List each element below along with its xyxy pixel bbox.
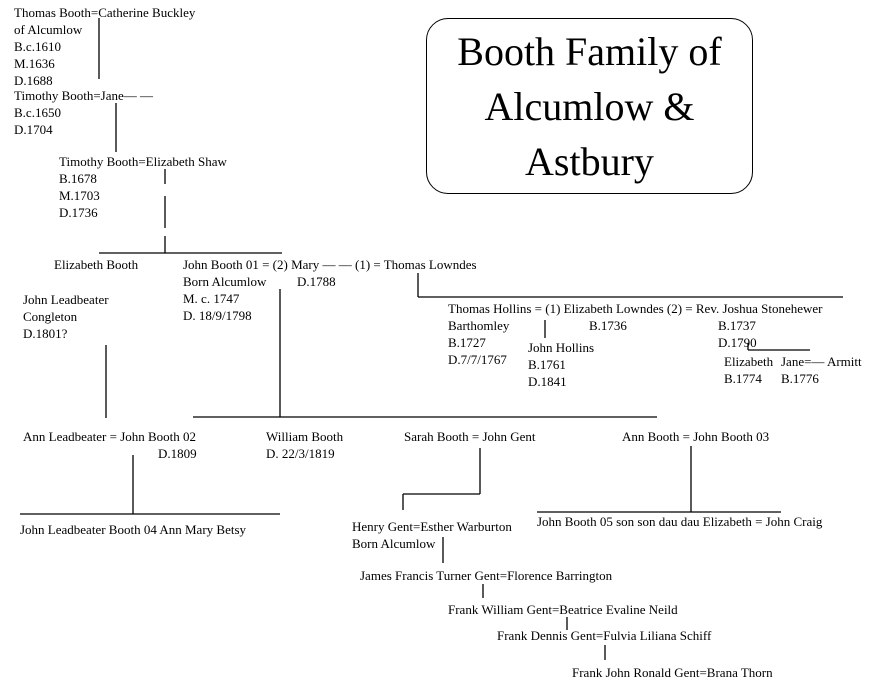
person-name: Thomas Booth=Catherine Buckley	[14, 5, 196, 20]
james-gent-entry: James Francis Turner Gent=Florence Barri…	[360, 567, 612, 584]
title-line-3: Astbury	[525, 138, 654, 184]
person-detail: D.1809	[158, 446, 197, 461]
ann-booth-entry: Ann Booth = John Booth 03	[622, 428, 769, 445]
person-detail: D.1841	[528, 374, 567, 389]
title-line-2: Alcumlow &	[484, 83, 695, 129]
stonehewer-dates: B.1737 D.1790	[718, 317, 757, 351]
elizabeth-stonehewer-entry: Elizabeth B.1774	[724, 353, 773, 387]
william-booth-entry: William Booth D. 22/3/1819	[266, 428, 343, 462]
person-name: Ann Leadbeater = John Booth 02	[23, 429, 197, 444]
person-detail: Born Alcumlow	[352, 536, 436, 551]
person-detail: B.1737	[718, 318, 756, 333]
person-name: John Booth 05 son son dau dau Elizabeth …	[537, 514, 823, 529]
john-leadbeater-booth-entry: John Leadbeater Booth 04 Ann Mary Betsy	[20, 521, 246, 538]
ann-leadbeater-entry: Ann Leadbeater = John Booth 02 D.1809	[23, 428, 197, 462]
person-name: Ann Booth = John Booth 03	[622, 429, 770, 444]
person-name: John Leadbeater	[23, 292, 109, 307]
person-detail: D. 22/3/1819	[266, 446, 335, 461]
person-detail: D.1801?	[23, 326, 68, 341]
person-detail: Born Alcumlow	[183, 274, 267, 289]
john-booth-01-entry: John Booth 01 = (2) Mary — — (1) = Thoma…	[183, 256, 477, 324]
person-name: John Leadbeater Booth 04 Ann Mary Betsy	[20, 522, 247, 537]
frank-john-gent-entry: Frank John Ronald Gent=Brana Thorn	[572, 664, 773, 681]
john-booth-05-entry: John Booth 05 son son dau dau Elizabeth …	[537, 513, 822, 530]
title-line-1: Booth Family of	[457, 28, 722, 74]
henry-gent-entry: Henry Gent=Esther Warburton Born Alcumlo…	[352, 518, 512, 552]
jane-armitt-entry: Jane=— Armitt B.1776	[781, 353, 862, 387]
john-hollins-entry: John Hollins B.1761 D.1841	[528, 339, 594, 390]
person-name: Timothy Booth=Jane— —	[14, 88, 154, 103]
person-name: Frank John Ronald Gent=Brana Thorn	[572, 665, 773, 680]
elizabeth-booth-entry: Elizabeth Booth	[54, 256, 138, 273]
person-detail: D. 18/9/1798	[183, 308, 252, 323]
person-detail: B.1774	[724, 371, 762, 386]
person-detail: B.c.1610	[14, 39, 61, 54]
person-detail: B.1678	[59, 171, 97, 186]
title-box: Booth Family of Alcumlow & Astbury	[426, 18, 753, 194]
person-detail: B.1736	[589, 318, 627, 333]
frank-william-gent-entry: Frank William Gent=Beatrice Evaline Neil…	[448, 601, 678, 618]
person-name: John Booth 01 = (2) Mary — — (1) = Thoma…	[183, 257, 477, 272]
person-detail: D.1790	[718, 335, 757, 350]
person-name: John Hollins	[528, 340, 595, 355]
person-name: Timothy Booth=Elizabeth Shaw	[59, 154, 227, 169]
frank-dennis-gent-entry: Frank Dennis Gent=Fulvia Liliana Schiff	[497, 627, 711, 644]
person-detail: B.1761	[528, 357, 566, 372]
person-name: Elizabeth Booth	[54, 257, 139, 272]
sarah-booth-entry: Sarah Booth = John Gent	[404, 428, 536, 445]
person-name: Thomas Hollins = (1) Elizabeth Lowndes (…	[448, 301, 823, 316]
person-name: William Booth	[266, 429, 344, 444]
person-name: Frank Dennis Gent=Fulvia Liliana Schiff	[497, 628, 712, 643]
person-detail: of Alcumlow	[14, 22, 83, 37]
person-name: Frank William Gent=Beatrice Evaline Neil…	[448, 602, 678, 617]
person-detail: D.7/7/1767	[448, 352, 507, 367]
person-detail: M. c. 1747	[183, 291, 240, 306]
john-leadbeater-entry: John Leadbeater Congleton D.1801?	[23, 291, 109, 342]
person-detail: Barthomley	[448, 318, 510, 333]
person-name: Elizabeth	[724, 354, 774, 369]
timothy-booth-sr-entry: Timothy Booth=Jane— — B.c.1650 D.1704	[14, 87, 153, 138]
thomas-hollins-entry: Thomas Hollins = (1) Elizabeth Lowndes (…	[448, 300, 823, 368]
person-detail: D.1704	[14, 122, 53, 137]
person-detail: B.1727	[448, 335, 486, 350]
person-detail: B.c.1650	[14, 105, 61, 120]
person-detail: B.1776	[781, 371, 819, 386]
timothy-booth-jr-entry: Timothy Booth=Elizabeth Shaw B.1678 M.17…	[59, 153, 227, 221]
person-detail: Congleton	[23, 309, 78, 324]
person-detail: M.1703	[59, 188, 100, 203]
person-detail: M.1636	[14, 56, 55, 71]
elizabeth-lowndes-birth: B.1736	[589, 317, 627, 334]
thomas-booth-entry: Thomas Booth=Catherine Buckley of Alcuml…	[14, 4, 195, 89]
person-detail: D.1688	[14, 73, 53, 88]
person-name: James Francis Turner Gent=Florence Barri…	[360, 568, 613, 583]
person-detail: D.1788	[297, 274, 336, 289]
person-name: Jane=— Armitt	[781, 354, 862, 369]
mary-death-entry: D.1788	[297, 273, 336, 290]
person-name: Henry Gent=Esther Warburton	[352, 519, 512, 534]
person-name: Sarah Booth = John Gent	[404, 429, 536, 444]
person-detail: D.1736	[59, 205, 98, 220]
